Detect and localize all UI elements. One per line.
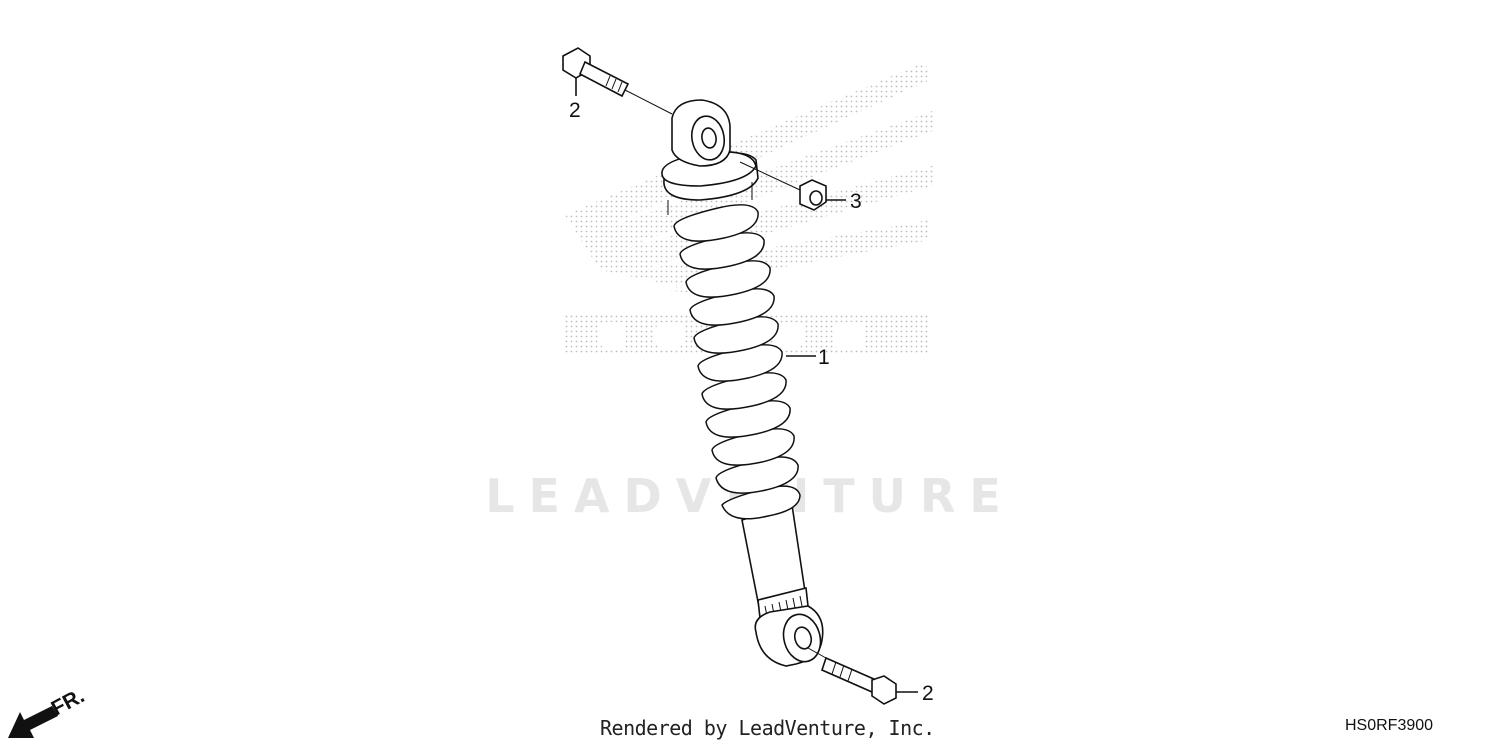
footer-credit: Rendered by LeadVenture, Inc. xyxy=(600,716,935,740)
callout-2-bottom[interactable]: 2 xyxy=(922,682,934,705)
arrow-down-left-icon xyxy=(8,706,58,738)
callout-3[interactable]: 3 xyxy=(850,190,862,213)
bolt-bottom xyxy=(807,647,897,705)
diagram-code: HS0RF3900 xyxy=(1345,717,1434,734)
callout-2-top[interactable]: 2 xyxy=(569,99,581,122)
callout-1[interactable]: 1 xyxy=(818,346,830,369)
direction-indicator: FR. xyxy=(8,684,88,738)
nut xyxy=(739,161,827,211)
bolt-top xyxy=(562,47,673,115)
